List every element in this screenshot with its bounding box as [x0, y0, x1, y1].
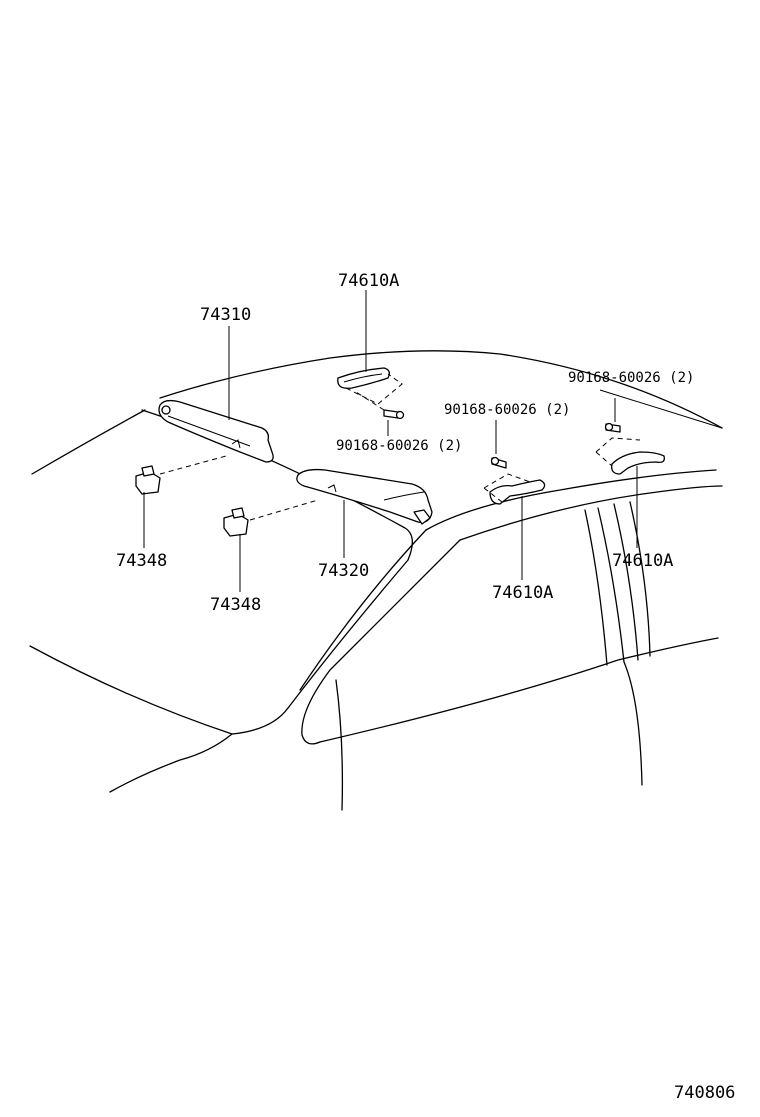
- screw-center: [383, 409, 405, 420]
- assist-grip-mid: [489, 479, 546, 505]
- callout-90168-center: 90168-60026 (2): [336, 438, 462, 454]
- a-pillar: [29, 559, 409, 793]
- screw-mid: [490, 456, 507, 469]
- leader-lines: [143, 290, 723, 592]
- callout-74610a-center: 74610A: [338, 271, 399, 291]
- callout-74610a-right: 74610A: [612, 551, 673, 571]
- sun-visor-left: [158, 399, 274, 463]
- assist-grip-right: [611, 451, 665, 475]
- callout-90168-top-right: 90168-60026 (2): [568, 370, 694, 386]
- screw-right: [604, 422, 621, 433]
- assembly-dash-lines: [159, 373, 641, 521]
- callout-74348-left: 74348: [116, 551, 167, 571]
- assist-grip-center: [337, 367, 390, 389]
- b-pillar: [335, 501, 651, 811]
- callout-74320: 74320: [318, 561, 369, 581]
- callout-74310: 74310: [200, 305, 251, 325]
- door-frame: [299, 469, 723, 745]
- callout-74610a-mid: 74610A: [492, 583, 553, 603]
- callout-90168-mid: 90168-60026 (2): [444, 402, 570, 418]
- figure-number: 740806: [674, 1083, 735, 1103]
- sun-visor-right: [296, 468, 433, 525]
- visor-holder-left: [135, 465, 161, 495]
- callout-74348-center: 74348: [210, 595, 261, 615]
- visor-holder-center: [223, 507, 249, 537]
- roof-outline: [31, 350, 723, 475]
